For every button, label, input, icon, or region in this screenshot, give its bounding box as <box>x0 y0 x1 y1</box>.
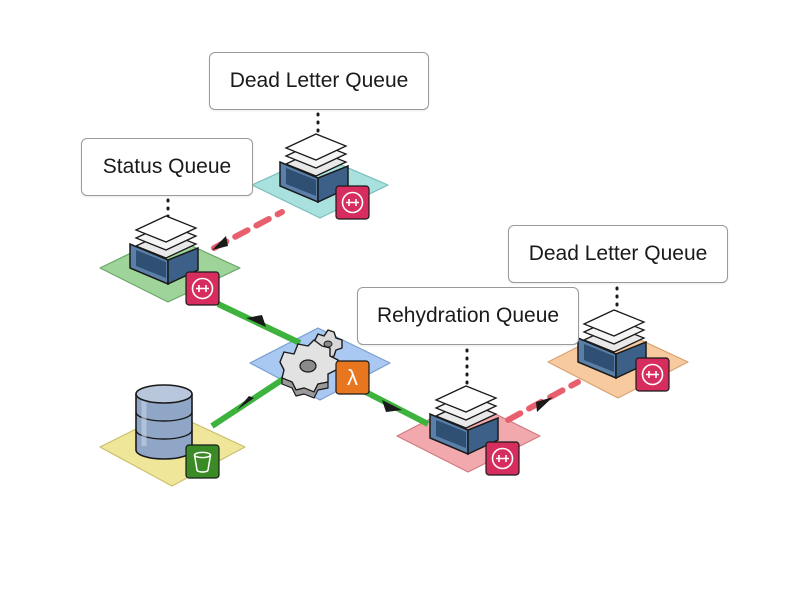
gears-icon <box>279 329 343 399</box>
queue-stack-icon <box>429 385 499 456</box>
queue-stack-icon <box>279 133 349 204</box>
rehydration-queue-label: Rehydration Queue <box>357 287 579 345</box>
s3-bucket-icon <box>185 444 220 479</box>
sqs-icon <box>485 441 520 476</box>
arrow-dlq-status <box>212 236 228 250</box>
arrow-dlq-rehydration <box>536 397 553 412</box>
sqs-icon <box>635 357 670 392</box>
queue-stack-icon <box>129 215 199 286</box>
lambda-icon: λ <box>335 360 370 395</box>
status-queue-text: Status Queue <box>102 155 232 178</box>
dead-letter-queue-top-label: Dead Letter Queue <box>209 52 429 110</box>
queue-stack-icon <box>577 309 647 380</box>
status-queue-label: Status Queue <box>81 138 253 196</box>
rehydration-queue-text: Rehydration Queue <box>376 304 560 327</box>
flow-line-lambda-to-bucket <box>210 369 296 429</box>
dead-letter-queue-right-text: Dead Letter Queue <box>528 242 708 265</box>
dead-letter-queue-top-text: Dead Letter Queue <box>229 69 409 92</box>
arrow-to-bucket <box>237 396 254 410</box>
dead-letter-links <box>211 209 581 423</box>
arrow-to-rehydration <box>382 400 402 412</box>
sqs-icon <box>335 185 370 220</box>
lambda-symbol: λ <box>347 365 358 390</box>
dead-letter-queue-right-label: Dead Letter Queue <box>508 225 728 283</box>
database-icon <box>135 384 193 460</box>
arrow-to-status <box>246 315 266 327</box>
sqs-icon <box>185 271 220 306</box>
